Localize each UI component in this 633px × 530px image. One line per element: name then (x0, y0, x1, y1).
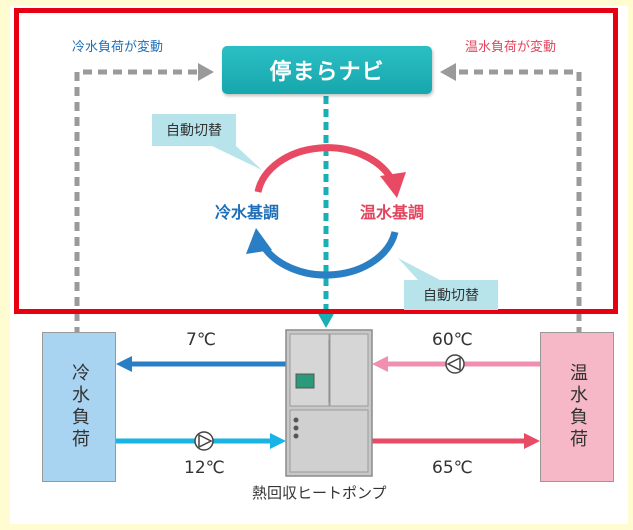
hot-load-label: 温水負荷 (567, 363, 588, 451)
hot-pump-icon (445, 354, 465, 374)
cold-mode-label: 冷水基調 (215, 203, 280, 222)
hot-mode-label: 温水基調 (360, 203, 425, 222)
highlight-frame (14, 8, 618, 314)
hot-return-arrowhead (372, 356, 388, 372)
callout-top-pointer (212, 146, 262, 170)
right-feedback-arrowhead (440, 63, 456, 81)
control-signal-arrowhead (317, 312, 335, 328)
temp-hot-return: 60℃ (432, 330, 473, 350)
cold-load-box: 冷水負荷 (42, 332, 116, 482)
cold-load-label: 冷水負荷 (69, 363, 90, 451)
right-load-change-label: 温水負荷が変動 (465, 40, 557, 55)
auto-switch-callout-top: 自動切替 (152, 114, 236, 146)
auto-switch-label-top: 自動切替 (166, 123, 222, 139)
auto-switch-callout-bottom: 自動切替 (404, 280, 498, 310)
navi-title-box: 停まらナビ (222, 46, 432, 94)
switch-to-hot-arrowhead (380, 172, 406, 198)
callout-bottom-pointer (398, 258, 440, 280)
temp-cold-supply: 7℃ (186, 330, 216, 350)
heat-pump-unit-icon (285, 329, 373, 477)
left-feedback-arrowhead (198, 63, 214, 81)
navi-title-label: 停まらナビ (269, 60, 385, 85)
switch-to-cold-arc (258, 231, 399, 279)
right-feedback-loop (454, 69, 582, 336)
temp-hot-supply: 65℃ (432, 458, 473, 478)
heat-pump-caption: 熱回収ヒートポンプ (252, 484, 387, 502)
cold-return-arrowhead (270, 433, 286, 449)
switch-to-cold-arrowhead (246, 228, 272, 254)
cold-supply-arrowhead (116, 356, 132, 372)
hot-load-box: 温水負荷 (540, 332, 614, 482)
auto-switch-label-bottom: 自動切替 (423, 288, 479, 304)
temp-cold-return: 12℃ (184, 458, 225, 478)
left-load-change-label: 冷水負荷が変動 (72, 40, 164, 55)
left-feedback-loop (74, 69, 200, 336)
switch-to-hot-arc (254, 144, 396, 193)
hot-supply-arrowhead (524, 433, 540, 449)
cold-pump-icon (194, 431, 214, 451)
